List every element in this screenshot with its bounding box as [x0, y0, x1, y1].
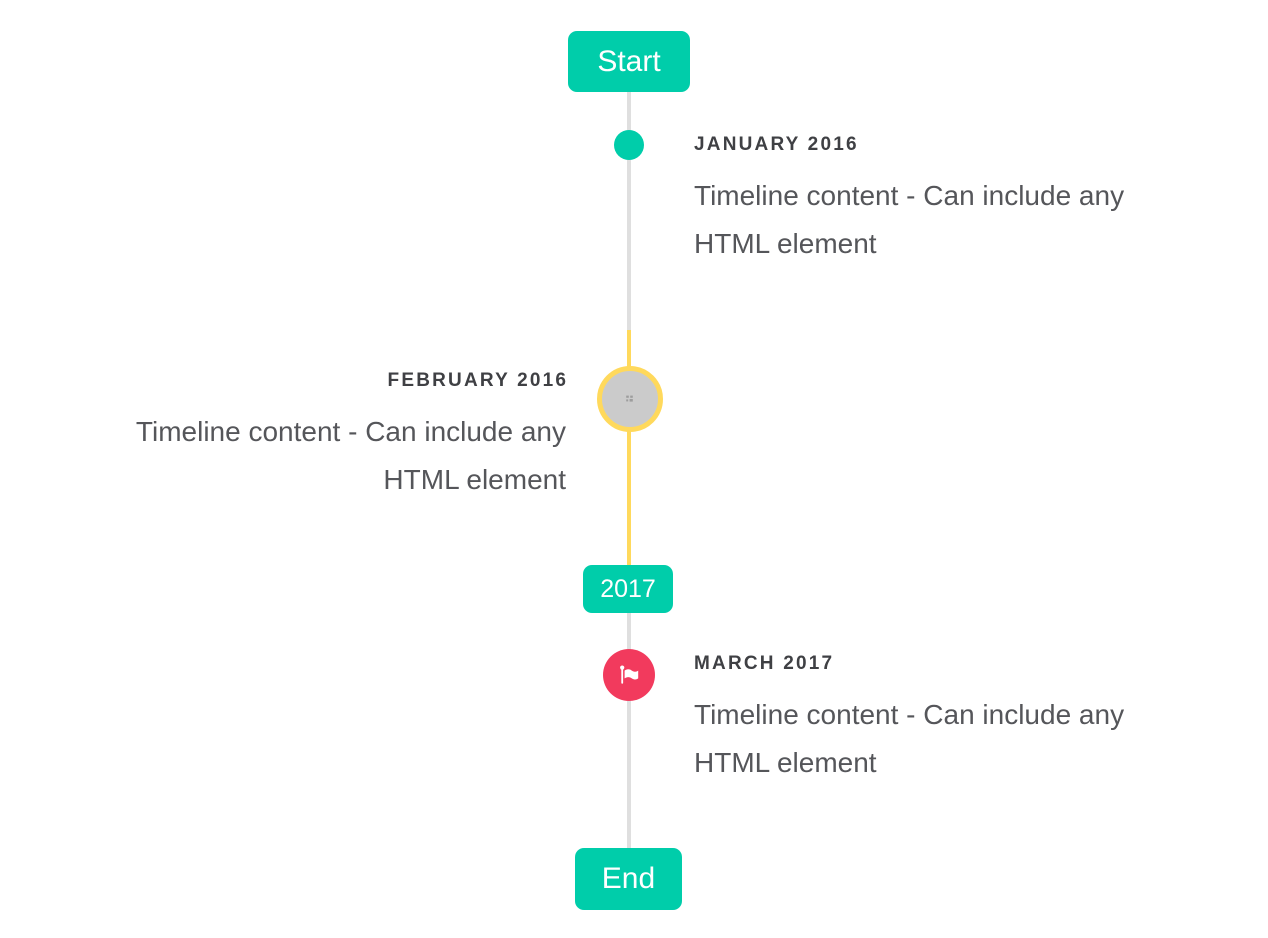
start-badge: Start: [568, 31, 690, 92]
timeline-item-march-2017: MARCH 2017 Timeline content - Can includ…: [694, 649, 1254, 787]
timeline-item-february-2016: FEBRUARY 2016 Timeline content - Can inc…: [6, 366, 566, 504]
item-content-line: HTML element: [694, 747, 877, 778]
item-content-line: Timeline content - Can include any: [694, 699, 1125, 730]
timeline-item-january-2016: JANUARY 2016 Timeline content - Can incl…: [694, 130, 1254, 268]
start-badge-label: Start: [597, 44, 661, 78]
year-2017-badge: 2017: [583, 565, 673, 613]
item-title: FEBRUARY 2016: [387, 370, 569, 391]
march-2017-flag-marker: [603, 649, 655, 701]
item-title: MARCH 2017: [694, 653, 835, 674]
timeline-line-segment-top: [627, 92, 631, 330]
item-content: Timeline content - Can include any HTML …: [694, 691, 1254, 787]
end-badge-label: End: [601, 862, 656, 895]
broken-image-icon: [623, 392, 637, 406]
end-badge: End: [575, 848, 682, 910]
item-content-line: Timeline content - Can include any: [135, 416, 566, 447]
item-content: Timeline content - Can include any HTML …: [6, 408, 566, 504]
item-content-line: HTML element: [383, 464, 566, 495]
year-2017-badge-label: 2017: [600, 574, 656, 603]
timeline-line-segment-highlighted: [627, 330, 631, 566]
item-content-line: HTML element: [694, 228, 877, 259]
timeline-line-segment-bottom: [627, 613, 631, 848]
flag-icon: [616, 662, 643, 689]
item-content-line: Timeline content - Can include any: [694, 180, 1125, 211]
february-2016-avatar-marker: [597, 366, 663, 432]
january-2016-dot-marker: [614, 130, 644, 160]
item-content: Timeline content - Can include any HTML …: [694, 172, 1254, 268]
item-title: JANUARY 2016: [694, 134, 859, 155]
